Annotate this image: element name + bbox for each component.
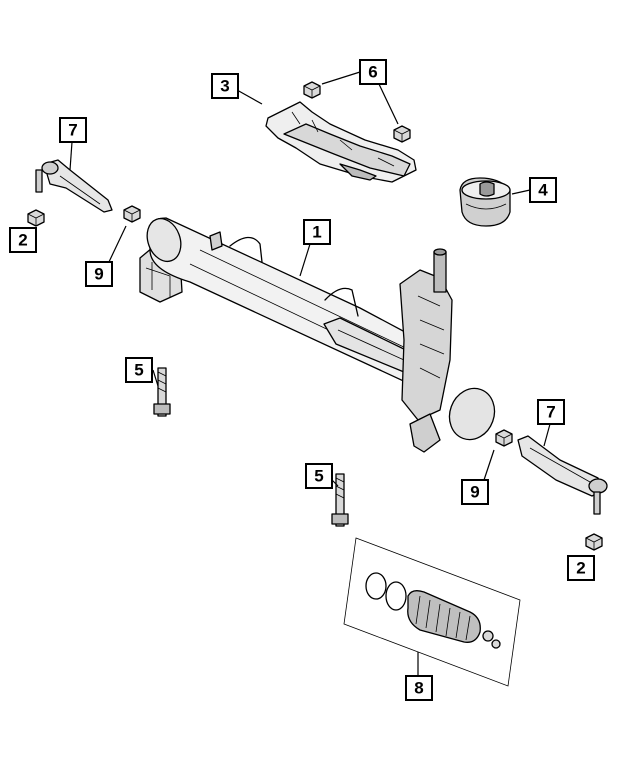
callout-7-right: 7 [537,399,565,425]
part-4-bushing [459,177,511,227]
part-9-jamnut-right [495,429,513,447]
part-6-nuts [303,81,411,143]
part-3-shield [265,101,417,183]
part-7-tie-rod-left [35,159,113,213]
callout-9-left: 9 [85,261,113,287]
callout-7-left: 7 [59,117,87,143]
leader-7a [69,141,73,171]
callout-8: 8 [405,675,433,701]
callout-5-upper: 5 [125,357,153,383]
callout-7-right-label: 7 [546,403,555,422]
part-2-nut-right [585,533,603,551]
callout-9-left-label: 9 [94,265,103,284]
part-1-rack [139,217,496,453]
callout-5-lower: 5 [305,463,333,489]
callout-6: 6 [359,59,387,85]
leader-6a [321,71,361,85]
leader-lines [69,71,551,676]
callout-2-left: 2 [9,227,37,253]
callout-5-upper-label: 5 [134,361,143,380]
callout-1-label: 1 [312,223,321,242]
leader-6b [377,81,399,125]
callout-3: 3 [211,73,239,99]
callout-8-label: 8 [414,679,423,698]
callout-9-right: 9 [461,479,489,505]
part-5-bolt-lower [331,473,349,527]
leader-9b [483,449,495,481]
leader-5a [152,369,159,387]
part-9-jamnut-left [123,205,141,223]
callout-2-left-label: 2 [18,231,27,250]
callout-2-right: 2 [567,555,595,581]
leader-3 [236,89,263,105]
part-7-tie-rod-right [517,435,608,515]
leader-1 [299,243,311,277]
callout-4: 4 [529,177,557,203]
callout-3-label: 3 [220,77,229,96]
part-5-bolt-upper [153,367,171,417]
leader-7b [543,423,551,447]
callout-2-right-label: 2 [576,559,585,578]
callout-7-left-label: 7 [68,121,77,140]
callout-4-label: 4 [538,181,548,200]
callout-6-label: 6 [368,63,377,82]
part-2-nut-left [27,209,45,227]
leader-4 [511,189,531,195]
callout-9-right-label: 9 [470,483,479,502]
callout-1: 1 [303,219,331,245]
part-8-boot-kit [343,537,521,687]
leader-9a [107,225,127,265]
callout-5-lower-label: 5 [314,467,323,486]
